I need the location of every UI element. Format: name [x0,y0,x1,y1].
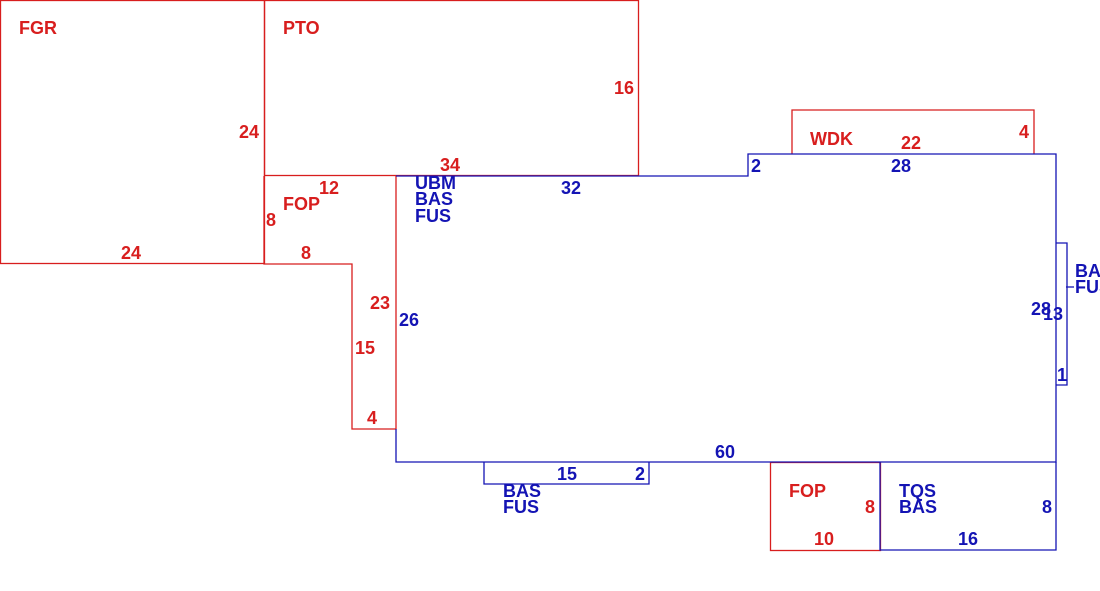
fop-left-outline [263,176,397,430]
tqs-code-2: BAS [899,497,937,517]
bottom-bump-depth-dim: 2 [635,464,645,484]
fgr-outline [0,0,266,265]
fop-left-top-dim: 12 [319,178,339,198]
bottom-bump-length-dim: 15 [557,464,577,484]
side-bump-outline [1056,242,1068,386]
wdk-top-dim: 22 [901,133,921,153]
bottom-bump-code-2: FUS [503,497,539,517]
main-left-dim: 26 [399,310,419,330]
side-bump-width-dim: 1 [1057,365,1067,385]
fop-bottom-bottom-dim: 10 [814,529,834,549]
fop-left-step-bottom-dim: 4 [367,408,377,428]
main-code-1: UBM [415,173,456,193]
main-code-3: FUS [415,206,451,226]
side-bump-code-1: BAS [1075,261,1100,281]
side-bump-code-2: FUS [1075,277,1100,297]
main-code-2: BAS [415,189,453,209]
tqs-side-dim: 8 [1042,497,1052,517]
side-bump-height-dim: 13 [1043,304,1063,324]
pto-right-dim: 16 [614,78,634,98]
wdk-outline [791,109,1035,154]
fop-left-left-dim: 8 [266,210,276,230]
main-outline [395,153,1057,463]
tqs-bottom-dim: 16 [958,529,978,549]
main-top-right-dim: 28 [891,156,911,176]
fop-left-code: FOP [283,194,320,214]
main-right-dim: 28 [1031,299,1051,319]
bottom-bump-code-1: BAS [503,481,541,501]
wdk-right-dim: 4 [1019,122,1029,142]
tqs-code-1: TQS [899,481,936,501]
pto-bottom-dim: 34 [440,155,460,175]
wdk-code: WDK [810,129,853,149]
fgr-code: FGR [19,18,57,38]
tqs-outline [879,462,1057,551]
main-top-left-dim: 32 [561,178,581,198]
fop-left-right-dim: 23 [370,293,390,313]
pto-code: PTO [283,18,320,38]
bottom-bump-outline [483,462,650,485]
fop-bottom-side-dim: 8 [865,497,875,517]
main-jog-dim: 2 [751,156,761,176]
main-bottom-dim: 60 [715,442,735,462]
fgr-right-dim: 24 [239,122,259,142]
fgr-bottom-dim: 24 [121,243,141,263]
fop-bottom-code: FOP [789,481,826,501]
fop-left-bottom-dim: 8 [301,243,311,263]
pto-outline [263,0,640,177]
fop-left-step-side-dim: 15 [355,338,375,358]
